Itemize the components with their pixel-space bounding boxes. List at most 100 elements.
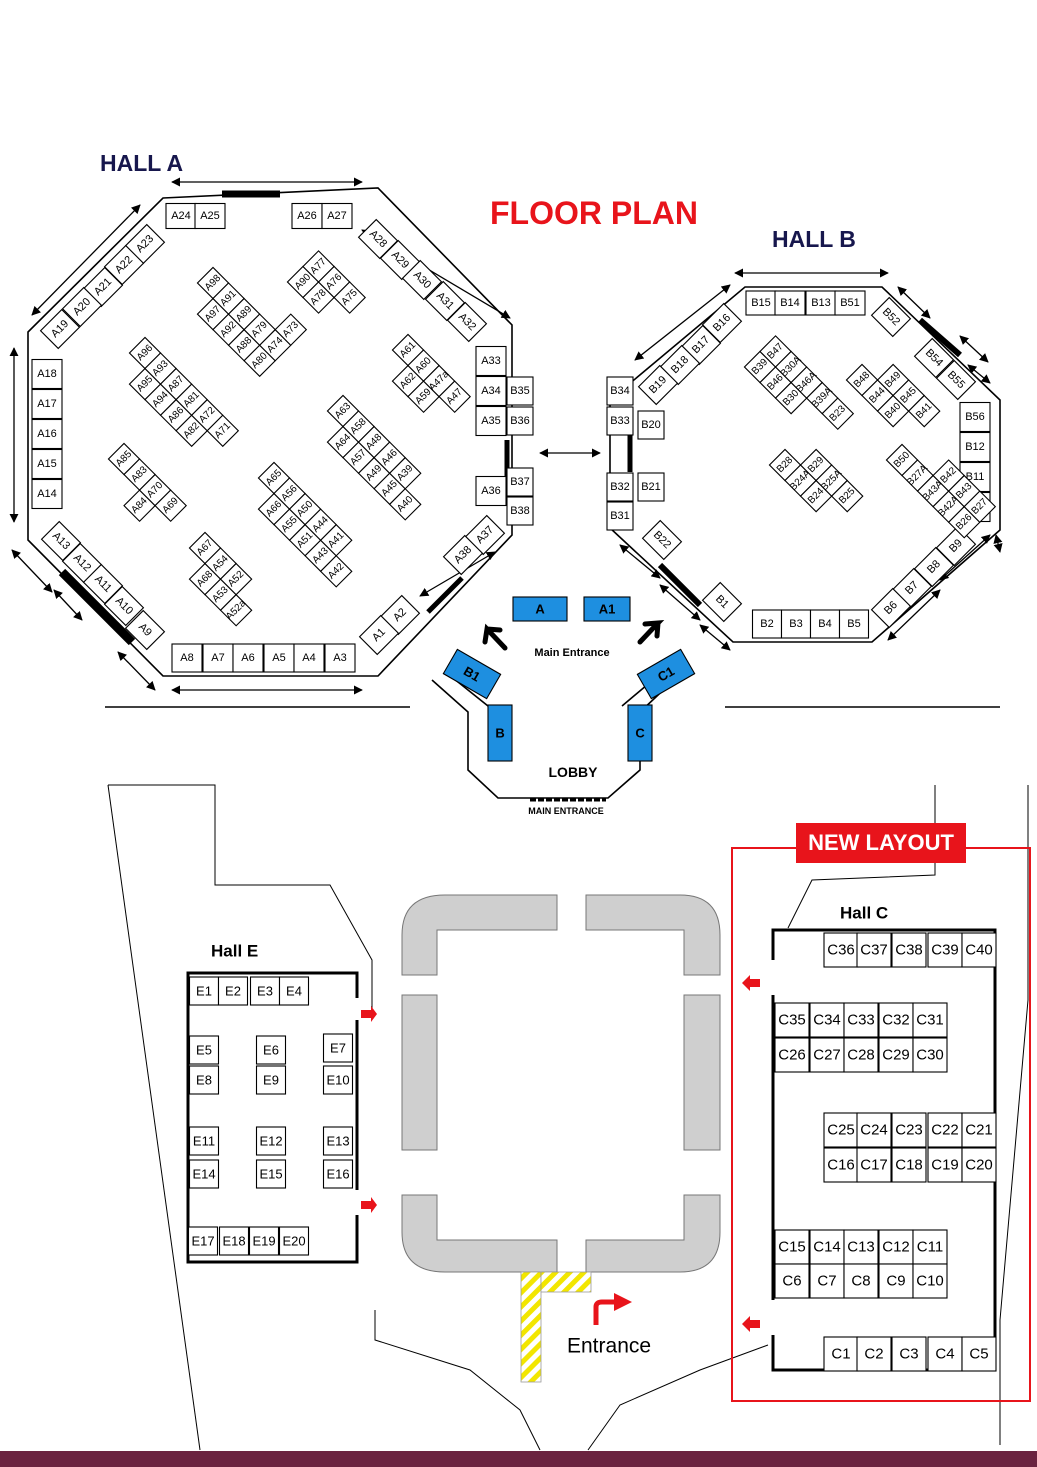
booth-e14[interactable]: E14 [188, 1159, 220, 1189]
booth-c1[interactable]: C1 [636, 648, 696, 700]
booth-e4[interactable]: E4 [278, 976, 310, 1006]
booth-c26[interactable]: C26 [774, 1037, 810, 1073]
booth-b54[interactable]: B54 [913, 337, 955, 379]
booth-c24[interactable]: C24 [856, 1112, 892, 1148]
booth-a41[interactable]: A41 [319, 523, 353, 557]
booth-c6[interactable]: C6 [774, 1263, 810, 1299]
booth-a69[interactable]: A69 [154, 489, 188, 523]
booth-e2[interactable]: E2 [217, 976, 249, 1006]
booth-c27[interactable]: C27 [809, 1037, 845, 1073]
booth-c35[interactable]: C35 [774, 1002, 810, 1038]
booth-a73[interactable]: A73 [274, 313, 308, 347]
booth-b32[interactable]: B32 [606, 472, 634, 502]
booth-a30[interactable]: A30 [401, 259, 443, 301]
booth-a47[interactable]: A47 [438, 380, 472, 414]
booth-e15[interactable]: E15 [255, 1159, 287, 1189]
booth-b1[interactable]: B1 [442, 648, 502, 700]
booth-b36[interactable]: B36 [506, 406, 534, 436]
booth-a3[interactable]: A3 [324, 643, 356, 673]
booth-e5[interactable]: E5 [188, 1035, 220, 1065]
booth-b52[interactable]: B52 [870, 296, 912, 338]
booth-a72[interactable]: A72 [190, 398, 224, 432]
booth-b1[interactable]: B1 [701, 581, 743, 623]
booth-a12[interactable]: A12 [61, 542, 103, 584]
booth-b6[interactable]: B6 [870, 587, 912, 629]
booth-e7[interactable]: E7 [322, 1033, 354, 1063]
booth-c15[interactable]: C15 [774, 1229, 810, 1265]
booth-c7[interactable]: C7 [809, 1263, 845, 1299]
booth-e6[interactable]: E6 [255, 1035, 287, 1065]
booth-b19[interactable]: B19 [637, 364, 679, 406]
booth-a25[interactable]: A25 [194, 202, 226, 230]
booth-b38[interactable]: B38 [506, 496, 534, 526]
booth-b27[interactable]: B27 [963, 490, 997, 524]
booth-c22[interactable]: C22 [927, 1112, 963, 1148]
booth-c31[interactable]: C31 [912, 1002, 948, 1038]
booth-a1[interactable]: A1 [358, 614, 400, 656]
booth-e20[interactable]: E20 [278, 1226, 310, 1256]
booth-b48[interactable]: B48 [845, 363, 879, 397]
booth-b22[interactable]: B22 [641, 519, 683, 561]
booth-a75[interactable]: A75 [333, 281, 367, 314]
booth-b31[interactable]: B31 [606, 501, 634, 531]
booth-b23[interactable]: B23 [821, 397, 855, 431]
booth-a40[interactable]: A40 [388, 488, 422, 521]
booth-a9[interactable]: A9 [124, 609, 166, 651]
booth-e10[interactable]: E10 [322, 1065, 354, 1095]
booth-b37[interactable]: B37 [506, 467, 534, 497]
booth-b35[interactable]: B35 [506, 376, 534, 406]
booth-e19[interactable]: E19 [248, 1226, 280, 1256]
booth-c18[interactable]: C18 [891, 1147, 927, 1183]
booth-c36[interactable]: C36 [823, 932, 859, 968]
booth-a38[interactable]: A38 [442, 534, 484, 576]
booth-b33[interactable]: B33 [606, 406, 634, 436]
booth-b14[interactable]: B14 [774, 290, 806, 316]
booth-c38[interactable]: C38 [891, 932, 927, 968]
booth-a42[interactable]: A42 [319, 555, 353, 588]
booth-c28[interactable]: C28 [843, 1037, 879, 1073]
booth-b20[interactable]: B20 [637, 410, 665, 440]
booth-c34[interactable]: C34 [809, 1002, 845, 1038]
booth-a8[interactable]: A8 [171, 643, 203, 673]
booth-a34[interactable]: A34 [475, 375, 507, 407]
booth-b2[interactable]: B2 [751, 609, 783, 639]
booth-c[interactable]: C [627, 704, 653, 762]
booth-e16[interactable]: E16 [322, 1159, 354, 1189]
booth-a22[interactable]: A22 [103, 244, 145, 286]
booth-c39[interactable]: C39 [927, 932, 963, 968]
booth-c1[interactable]: C1 [823, 1336, 859, 1372]
booth-b3[interactable]: B3 [780, 609, 812, 639]
booth-a5[interactable]: A5 [263, 643, 295, 673]
booth-b15[interactable]: B15 [745, 290, 777, 316]
booth-c40[interactable]: C40 [961, 932, 997, 968]
booth-a26[interactable]: A26 [291, 202, 323, 230]
booth-a[interactable]: A [512, 596, 568, 622]
booth-c10[interactable]: C10 [912, 1263, 948, 1299]
booth-a35[interactable]: A35 [475, 405, 507, 437]
booth-c21[interactable]: C21 [961, 1112, 997, 1148]
booth-b18[interactable]: B18 [659, 344, 701, 386]
booth-b56[interactable]: B56 [959, 401, 991, 433]
booth-b51[interactable]: B51 [834, 290, 866, 316]
booth-a14[interactable]: A14 [31, 478, 63, 510]
booth-a31[interactable]: A31 [424, 280, 466, 322]
booth-e11[interactable]: E11 [188, 1126, 220, 1156]
booth-a17[interactable]: A17 [31, 388, 63, 420]
booth-a20[interactable]: A20 [61, 286, 103, 328]
booth-b[interactable]: B [487, 704, 513, 762]
booth-b4[interactable]: B4 [809, 609, 841, 639]
booth-e9[interactable]: E9 [255, 1065, 287, 1095]
booth-c19[interactable]: C19 [927, 1147, 963, 1183]
booth-a32[interactable]: A32 [446, 301, 488, 343]
booth-a27[interactable]: A27 [321, 202, 353, 230]
booth-a33[interactable]: A33 [475, 345, 507, 377]
booth-a15[interactable]: A15 [31, 448, 63, 480]
booth-c4[interactable]: C4 [927, 1336, 963, 1372]
booth-a6[interactable]: A6 [232, 643, 264, 673]
booth-e12[interactable]: E12 [255, 1126, 287, 1156]
booth-c8[interactable]: C8 [843, 1263, 879, 1299]
booth-a13[interactable]: A13 [40, 520, 82, 562]
booth-b25[interactable]: B25 [830, 479, 864, 513]
booth-e3[interactable]: E3 [249, 976, 281, 1006]
booth-a36[interactable]: A36 [475, 475, 507, 507]
